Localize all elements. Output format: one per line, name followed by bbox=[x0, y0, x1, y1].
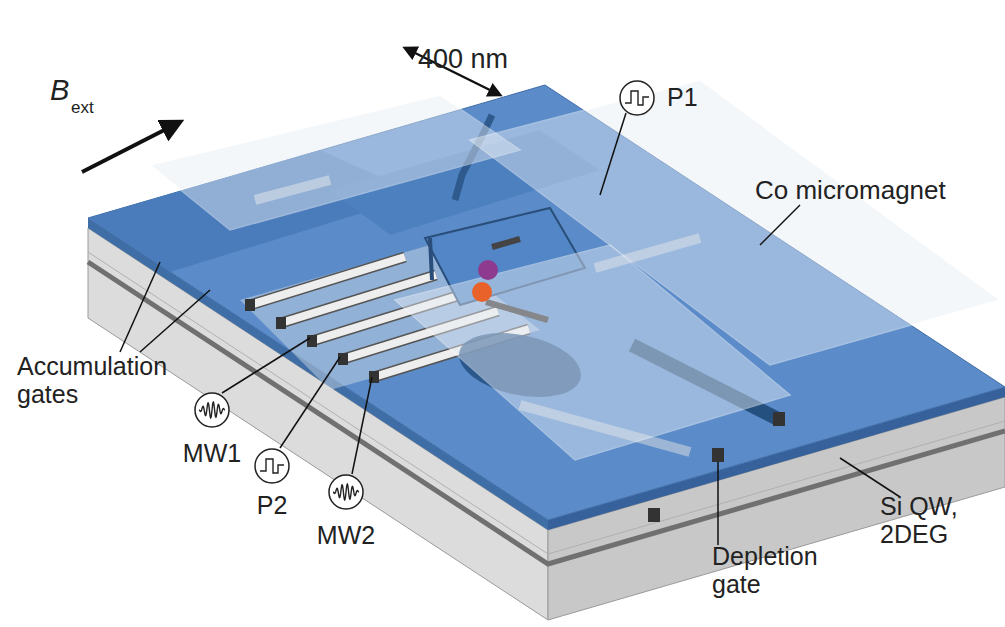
part-label: Co micromagnet bbox=[755, 176, 946, 205]
signal-name: MW1 bbox=[172, 440, 252, 468]
barrier-gate bbox=[430, 238, 432, 280]
finger-gate bbox=[250, 257, 405, 305]
signal-name: P1 bbox=[667, 84, 698, 112]
gate-end-cap bbox=[276, 317, 286, 329]
source-symbol bbox=[619, 80, 655, 116]
gate-end-cap bbox=[712, 448, 724, 462]
plunger-gate bbox=[492, 239, 520, 247]
leader-line bbox=[280, 357, 340, 448]
leader-line bbox=[600, 113, 626, 195]
signal-source: P2 bbox=[254, 448, 290, 484]
microwave-symbol bbox=[333, 484, 359, 500]
signal-name: MW2 bbox=[306, 522, 386, 550]
gate-end-cap bbox=[307, 335, 317, 347]
signal-source: MW2 bbox=[328, 474, 364, 510]
leader-line bbox=[760, 205, 800, 245]
source-circle bbox=[195, 393, 229, 427]
part-label: Accumulation gates bbox=[17, 352, 207, 408]
field-symbol: B bbox=[50, 74, 69, 106]
microwave-symbol bbox=[199, 402, 225, 418]
leader-line bbox=[222, 338, 310, 393]
signal-name: P2 bbox=[232, 492, 312, 520]
source-circle bbox=[329, 475, 363, 509]
field-arrow bbox=[82, 122, 180, 172]
source-symbol bbox=[328, 474, 364, 510]
gate-end-cap bbox=[245, 299, 255, 311]
source-symbol bbox=[194, 392, 230, 428]
pulse-symbol bbox=[625, 91, 649, 105]
source-symbol bbox=[254, 448, 290, 484]
electron-dot bbox=[472, 282, 492, 302]
part-label: Depletion gate bbox=[712, 542, 842, 598]
leader-line bbox=[717, 462, 719, 545]
source-circle bbox=[255, 449, 289, 483]
gate-end-cap bbox=[648, 508, 660, 522]
signal-source: MW1 bbox=[194, 392, 230, 428]
pulse-symbol bbox=[260, 459, 284, 473]
field-subscript: ext bbox=[71, 98, 94, 117]
leader-line bbox=[120, 262, 160, 352]
micromagnet bbox=[150, 95, 520, 230]
micromagnet bbox=[395, 245, 790, 460]
leader-line bbox=[840, 458, 900, 497]
layer-label: Si QW, 2DEG bbox=[880, 492, 970, 548]
finger-gate bbox=[250, 257, 405, 305]
leader-line bbox=[352, 377, 372, 474]
source-circle bbox=[620, 81, 654, 115]
electron-dot bbox=[478, 260, 498, 280]
dimension-label: 400 nm bbox=[418, 44, 508, 74]
leader-line bbox=[140, 290, 210, 352]
gate-end-cap bbox=[773, 412, 785, 426]
signal-source: P1 bbox=[619, 80, 655, 116]
